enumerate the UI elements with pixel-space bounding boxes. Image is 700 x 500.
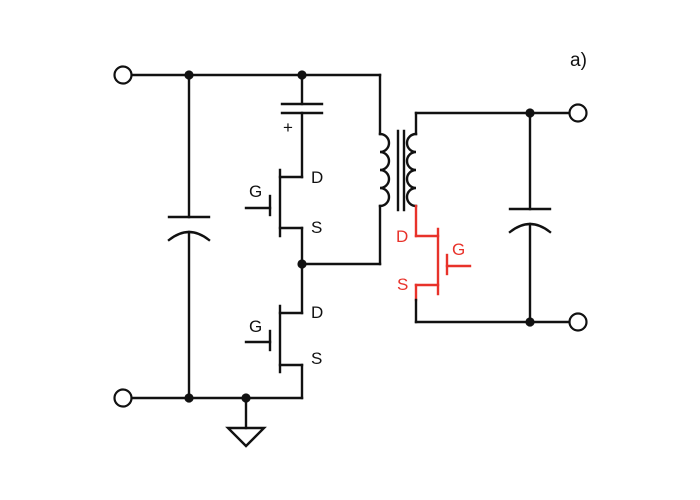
input-terminal-bottom (113, 388, 133, 408)
lower-mosfet: G D S (244, 262, 323, 400)
output-terminal-top (568, 103, 588, 123)
secondary-wiring (414, 108, 572, 327)
transformer (378, 129, 418, 212)
input-terminal-top (113, 65, 133, 85)
panel-label: a) (570, 50, 587, 71)
primary-junctions (184, 70, 307, 403)
secondary-mosfet: D G S (396, 204, 472, 324)
primary-wiring (129, 73, 382, 430)
lower-gate-label: G (249, 317, 262, 336)
secondary-drain-label: D (396, 227, 408, 246)
upper-gate-label: G (249, 182, 262, 201)
cap-polarity-label: + (283, 118, 293, 137)
polarized-capacitor: + (280, 102, 324, 179)
input-capacitor (167, 215, 211, 242)
output-terminal-bottom (568, 312, 588, 332)
secondary-gate-label: G (452, 240, 465, 259)
lower-drain-label: D (311, 303, 323, 322)
output-capacitor (508, 207, 552, 234)
upper-drain-label: D (311, 168, 323, 187)
upper-source-label: S (311, 218, 322, 237)
lower-source-label: S (311, 349, 322, 368)
upper-mosfet: G D S (244, 168, 323, 266)
ground-symbol (225, 426, 267, 448)
secondary-source-label: S (397, 275, 408, 294)
